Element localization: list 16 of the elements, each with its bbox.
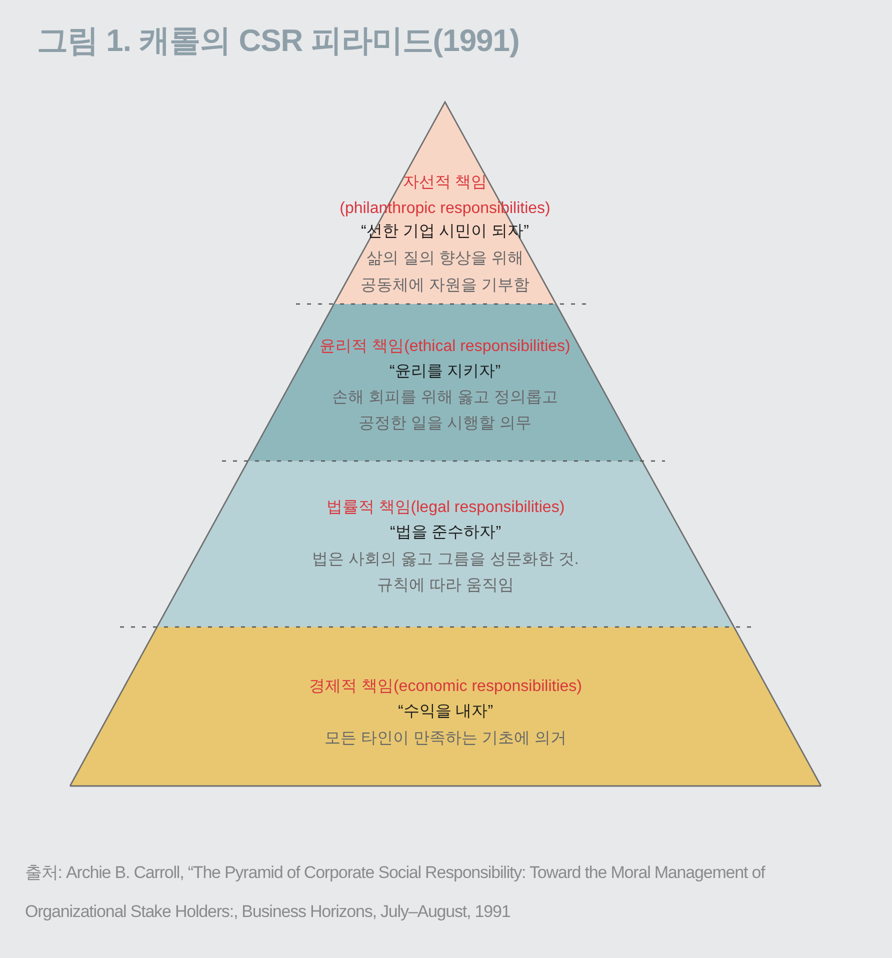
description: 법은 사회의 옳고 그름을 성문화한 것. 규칙에 따라 움직임 <box>312 550 579 596</box>
description: 삶의 질의 향상을 위해 공동체에 자원을 기부함 <box>360 249 530 296</box>
slogan: “수익을 내자” <box>398 702 494 722</box>
pyramid-tier <box>70 627 821 786</box>
caption: 출처: Archie B. Carroll, “The Pyramid of Corporate Social Responsibility: Toward the Moral Management of Organizational Stake Holders:, Business Horizons, July–August, 1991 <box>25 862 765 923</box>
description: 모든 타인이 만족하는 기초에 의거 <box>324 729 566 749</box>
pyramid-tier <box>334 102 556 304</box>
title: 그림 1. 캐롤의 CSR 피라미드(1991) <box>37 22 520 60</box>
slogan: “윤리를 지키자” <box>389 362 501 382</box>
pyramid-tier <box>248 304 642 461</box>
description: 손해 회피를 위해 옳고 정의롭고 공정한 일을 시행할 의무 <box>332 388 558 434</box>
pyramid-tier <box>157 461 734 627</box>
slogan: “법을 준수하자” <box>390 523 502 543</box>
tier-heading: 법률적 책임(legal responsibilities) <box>326 498 565 518</box>
tier-heading: 경제적 책임(economic responsibilities) <box>309 677 582 697</box>
tier-heading: 윤리적 책임(ethical responsibilities) <box>320 337 570 357</box>
